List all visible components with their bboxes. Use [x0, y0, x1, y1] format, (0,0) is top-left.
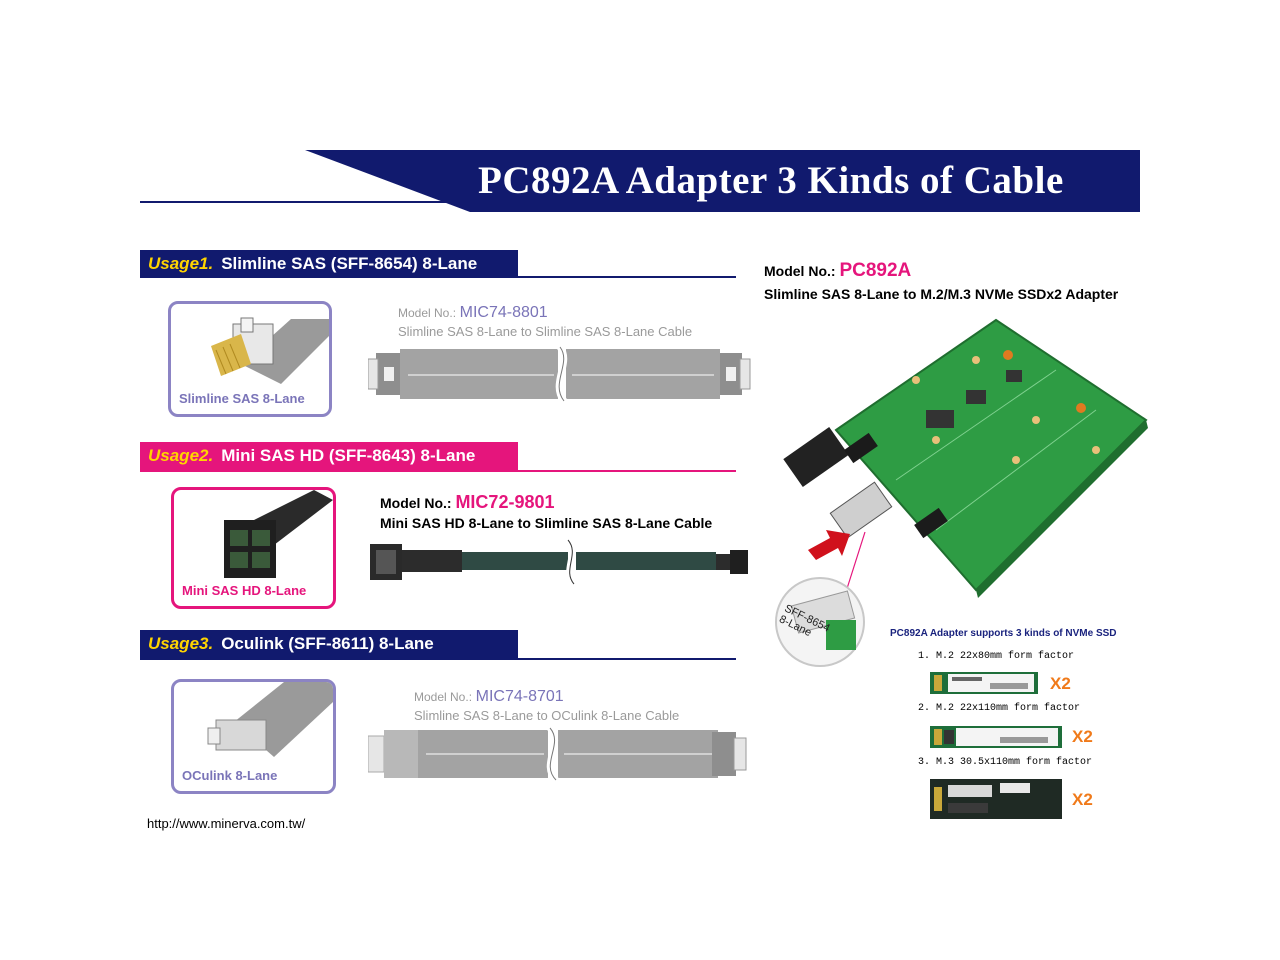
usage3-connector-box: OCulink 8-Lane [171, 679, 336, 794]
ssd-item-qty: X2 [1072, 790, 1093, 809]
usage1-cable-image [368, 345, 751, 403]
ssd-item-label: 3. M.3 30.5x110mm form factor [918, 757, 1093, 768]
usage2-header: Usage2. Mini SAS HD (SFF-8643) 8-Lane [140, 442, 518, 470]
adapter-model-number: PC892A [839, 260, 912, 281]
usage1-header: Usage1. Slimline SAS (SFF-8654) 8-Lane [140, 250, 518, 278]
ssd-item-qty: X2 [1072, 727, 1093, 746]
usage2-underline [140, 470, 736, 472]
usage2-title: Mini SAS HD (SFF-8643) 8-Lane [221, 446, 476, 465]
usage3-model-number: MIC74-8701 [475, 688, 564, 705]
sff8654-zoom-circle [775, 577, 865, 667]
usage2-number: Usage2. [148, 446, 214, 465]
usage2-connector-label: Mini SAS HD 8-Lane [182, 583, 307, 598]
usage1-cable-description: Slimline SAS 8-Lane to Slimline SAS 8-La… [398, 324, 693, 339]
usage2-model-prefix: Model No.: [380, 495, 452, 511]
ssd-support-heading: PC892A Adapter supports 3 kinds of NVMe … [890, 628, 1117, 639]
usage1-number: Usage1. [148, 254, 214, 273]
page-title: PC892A Adapter 3 Kinds of Cable [478, 159, 1064, 202]
usage3-model: Model No.: MIC74-8701 [414, 688, 564, 706]
banner-background [140, 150, 1140, 212]
usage3-title: Oculink (SFF-8611) 8-Lane [221, 634, 434, 653]
usage2-connector-box: Mini SAS HD 8-Lane [171, 487, 336, 609]
usage1-model-number: MIC74-8801 [459, 304, 548, 321]
ssd-item-label: 2. M.2 22x110mm form factor [918, 703, 1081, 714]
adapter-model: Model No.: PC892A [764, 260, 911, 282]
usage1-model-prefix: Model No.: [398, 306, 457, 320]
ssd-m2-22110-image [930, 726, 1062, 748]
website-url[interactable]: http://www.minerva.com.tw/ [147, 816, 306, 831]
ssd-item-label: 1. M.2 22x80mm form factor [918, 651, 1075, 662]
usage1-underline [140, 276, 736, 278]
ssd-item-qty: X2 [1050, 674, 1071, 693]
usage2-model-number: MIC72-9801 [455, 492, 555, 512]
usage3-header: Usage3. Oculink (SFF-8611) 8-Lane [140, 630, 518, 658]
slimline-connector-icon [211, 317, 329, 384]
adapter-description: Slimline SAS 8-Lane to M.2/M.3 NVMe SSDx… [764, 286, 1119, 302]
usage3-model-prefix: Model No.: [414, 690, 473, 704]
usage3-cable-description: Slimline SAS 8-Lane to OCulink 8-Lane Ca… [414, 708, 680, 723]
arrow-right-icon [808, 530, 850, 560]
ssd-m3-image [930, 779, 1062, 819]
usage1-connector-label: Slimline SAS 8-Lane [179, 391, 305, 406]
usage1-title: Slimline SAS (SFF-8654) 8-Lane [221, 254, 478, 273]
usage3-connector-label: OCulink 8-Lane [182, 768, 278, 783]
usage2-cable-description: Mini SAS HD 8-Lane to Slimline SAS 8-Lan… [380, 515, 713, 531]
adapter-board-image [783, 318, 1148, 598]
ssd-m2-2280-image [930, 672, 1038, 694]
usage3-cable-image [368, 726, 747, 782]
usage2-model: Model No.: MIC72-9801 [380, 492, 555, 513]
adapter-model-prefix: Model No.: [764, 263, 836, 279]
usage2-cable-image [370, 538, 748, 586]
usage1-model: Model No.: MIC74-8801 [398, 304, 548, 322]
oculink-connector-icon [207, 682, 333, 757]
usage1-connector-box: Slimline SAS 8-Lane [168, 301, 332, 417]
usage3-number: Usage3. [148, 634, 214, 653]
usage3-underline [140, 658, 736, 660]
mini-sas-hd-connector-icon [224, 490, 333, 578]
